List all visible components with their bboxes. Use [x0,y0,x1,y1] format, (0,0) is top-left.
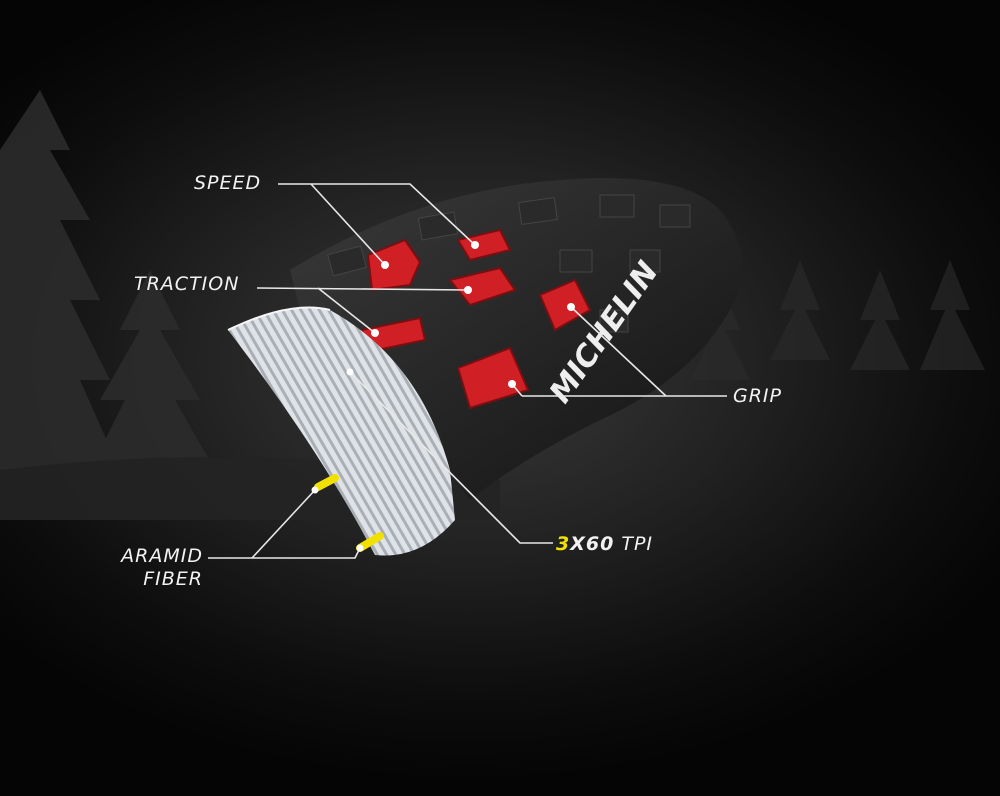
aramid-bead-icon [314,474,384,552]
aramid-label-line1: ARAMID [121,545,203,567]
callout-dots [311,241,575,552]
grip-label: GRIP [733,385,782,407]
callout-lines [208,183,727,559]
casing-cutaway [227,306,455,556]
tpi-count: X60 [570,533,615,555]
aramid-label-line2: FIBER [143,568,203,590]
tpi-label: 3X60 TPI [556,533,653,556]
tpi-suffix: TPI [614,533,654,555]
speed-label: SPEED [194,172,262,194]
traction-label: TRACTION [134,273,240,295]
aramid-fiber-label: ARAMID FIBER [107,545,203,591]
tire-body: MICHELIN [290,178,743,500]
tpi-number: 3 [556,533,571,555]
